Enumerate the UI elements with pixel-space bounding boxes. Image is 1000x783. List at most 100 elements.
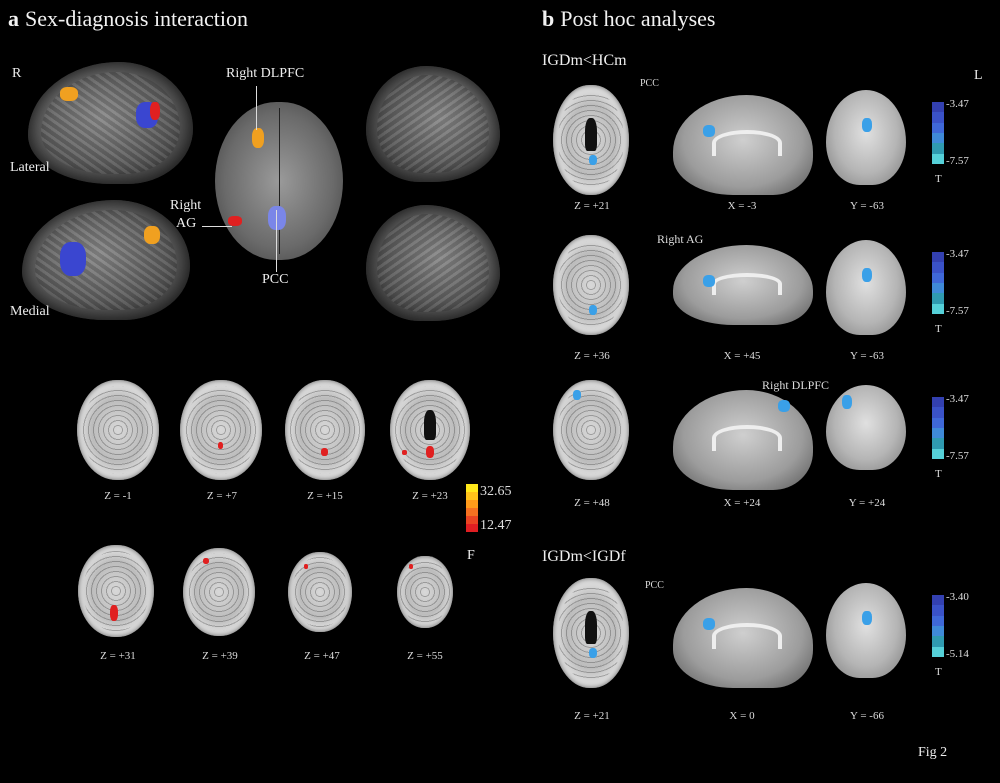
panel-letter: b [542,6,555,31]
colorbar-segment [466,507,478,516]
colorbar-segment [932,646,944,657]
annotation-right-ag-line2: AG [176,216,197,231]
colorbar-t [932,397,944,459]
colorbar-segment [466,491,478,500]
colorbar-t [932,252,944,314]
colorbar-segment [932,132,944,144]
medial-surface-left [366,205,500,321]
coronal-slice [826,240,906,335]
coronal-slice [826,583,906,678]
colorbar-segment [932,625,944,637]
slice-coordinate: Y = -66 [850,710,884,722]
axial-slice [78,545,154,637]
colorbar-stat: T [935,666,942,678]
slice-coordinate: Z = +23 [412,490,448,502]
colorbar-max: -3.47 [946,248,969,260]
colorbar-segment [932,153,944,164]
slice-coordinate: Y = +24 [848,497,886,509]
medial-surface-right [22,200,190,320]
activation-cluster [60,242,86,276]
colorbar-stat: F [467,548,475,563]
axial-slice [553,85,629,195]
activation-cluster [144,226,160,244]
lateral-surface-right [28,62,193,184]
colorbar-min: -7.57 [946,155,969,167]
colorbar-f [466,484,478,532]
colorbar-segment [932,605,944,616]
slice-coordinate: X = -3 [727,200,757,212]
annotation-line [202,226,232,227]
panel-title-text: Sex-diagnosis interaction [25,6,249,31]
figure-label: Fig 2 [918,745,948,760]
group-label: IGDm<IGDf [542,548,626,565]
sagittal-slice [673,245,813,325]
panel-letter: a [8,6,19,31]
colorbar-segment [466,484,478,492]
annotation-label: PCC [645,580,664,591]
colorbar-segment [932,303,944,314]
annotation-label: PCC [640,78,659,89]
slice-coordinate: Z = +31 [100,650,136,662]
colorbar-segment [932,252,944,263]
colorbar-max: -3.47 [946,98,969,110]
panel-title-text: Post hoc analyses [560,6,716,31]
annotation-right-dlpfc: Right DLPFC [226,66,305,81]
activation-cluster [252,128,264,148]
slice-coordinate: Z = +47 [304,650,340,662]
activation-cluster [60,87,78,101]
colorbar-segment [932,282,944,294]
coronal-slice [826,385,906,470]
axial-slice [183,548,255,636]
colorbar-stat: T [935,323,942,335]
colorbar-stat: T [935,173,942,185]
slice-coordinate: X = 0 [729,710,755,722]
slice-coordinate: Z = +21 [574,200,610,212]
axial-slice [553,235,629,335]
slice-coordinate: Z = +21 [574,710,610,722]
sagittal-slice [673,95,813,195]
axial-slice [288,552,352,632]
colorbar-segment [932,143,944,154]
annotation-pcc: PCC [262,272,289,287]
colorbar-segment [466,499,478,508]
colorbar-min: -5.14 [946,648,969,660]
view-label-lateral: Lateral [10,160,50,175]
colorbar-segment [932,293,944,304]
colorbar-segment [932,636,944,647]
axial-slice [390,380,470,480]
colorbar-segment [932,615,944,626]
activation-cluster [268,206,286,230]
colorbar-segment [466,515,478,524]
group-label: IGDm<HCm [542,52,627,69]
activation-cluster [150,102,160,120]
slice-coordinate: Z = +36 [574,350,610,362]
sagittal-slice [673,588,813,688]
slice-coordinate: Z = -1 [104,490,132,502]
axial-slice [553,380,629,480]
slice-coordinate: Z = +48 [574,497,610,509]
colorbar-segment [932,407,944,418]
axial-slice [180,380,262,480]
colorbar-max: 32.65 [480,484,512,499]
axial-slice [285,380,365,480]
slice-coordinate: Z = +55 [407,650,443,662]
annotation-label: Right DLPFC [762,378,830,392]
colorbar-min: -7.57 [946,450,969,462]
colorbar-segment [466,523,478,532]
colorbar-segment [932,262,944,273]
colorbar-min: 12.47 [480,518,512,533]
coronal-slice [826,90,906,185]
slice-coordinate: X = +24 [723,497,761,509]
colorbar-max: -3.47 [946,393,969,405]
colorbar-segment [932,438,944,449]
colorbar-segment [932,272,944,283]
colorbar-segment [932,102,944,113]
activation-cluster [228,216,242,226]
view-label-medial: Medial [10,304,50,319]
colorbar-max: -3.40 [946,591,969,603]
lateral-surface-left [366,66,500,182]
colorbar-segment [932,397,944,408]
